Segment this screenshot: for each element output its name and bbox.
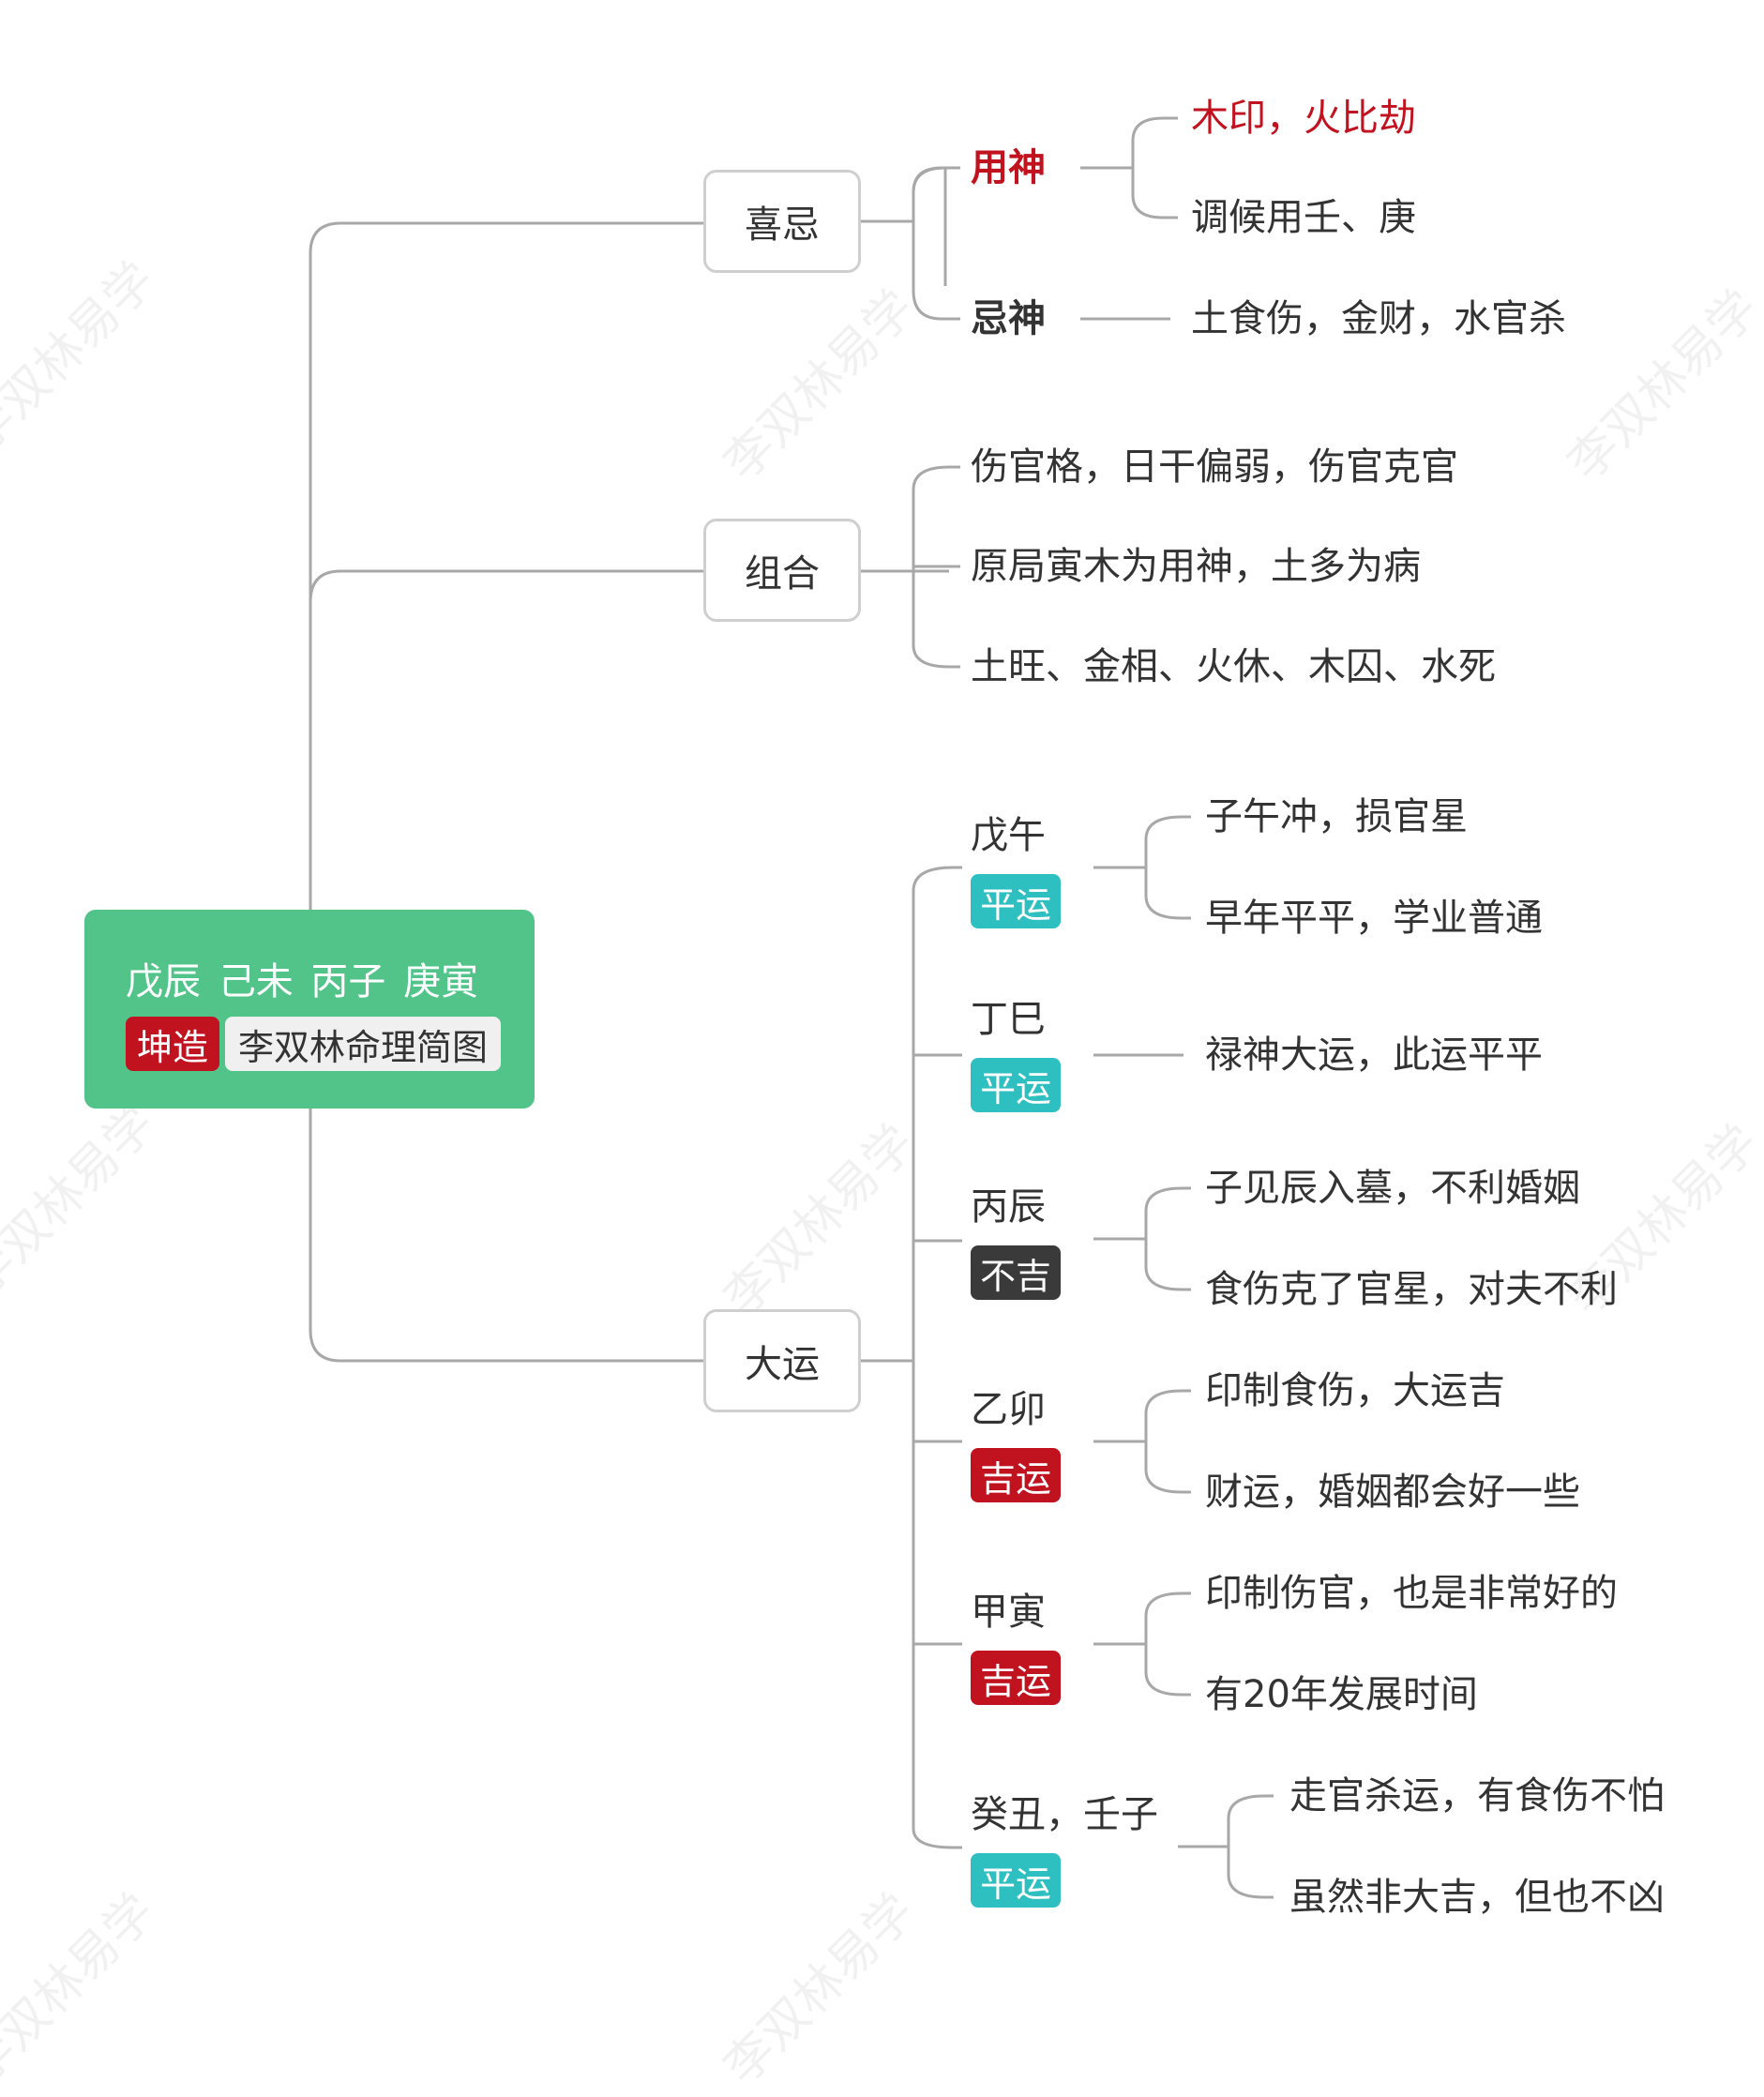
connector-line [912,166,960,193]
period-item[interactable]: 禄神大运，此运平平 [1205,1033,1543,1077]
connector-line [309,1109,703,1363]
period-item[interactable]: 子见辰入墓，不利婚姻 [1205,1167,1580,1210]
period-badge: 平运 [971,1853,1061,1908]
root-pillars: 戊辰 己未 丙子 庚寅 [126,960,479,1003]
yongshen-label[interactable]: 用神 [971,146,1046,189]
connector-lines [309,116,1274,1899]
root-node[interactable]: 戊辰 己未 丙子 庚寅 坤造 李双林命理简图 [84,910,535,1109]
period-item[interactable]: 有20年发展时间 [1205,1673,1478,1716]
period-badge: 平运 [971,874,1061,928]
period-name[interactable]: 戊午 [971,814,1046,857]
period-badge: 平运 [971,1058,1061,1112]
connector-line [1144,1592,1191,1697]
period-item[interactable]: 印制食伤，大运吉 [1205,1369,1505,1412]
connector-line [1144,1186,1191,1291]
period-item[interactable]: 财运，婚姻都会好一些 [1205,1471,1580,1514]
gender-tag: 坤造 [126,1017,220,1071]
zuhe-item[interactable]: 土旺、金相、火休、木囚、水死 [971,645,1496,688]
period-item[interactable]: 食伤克了官星，对夫不利 [1205,1268,1618,1311]
connector-line [912,166,960,321]
yongshen-item[interactable]: 木印，火比劫 [1191,97,1416,140]
period-item[interactable]: 虽然非大吉，但也不凶 [1289,1876,1665,1919]
period-name[interactable]: 癸丑，壬子 [971,1793,1158,1836]
period-item[interactable]: 印制伤官，也是非常好的 [1205,1572,1618,1615]
branch-dayun[interactable]: 大运 [703,1309,861,1412]
yongshen-item[interactable]: 调候用壬、庚 [1191,196,1416,239]
period-badge: 吉运 [971,1651,1061,1705]
period-name[interactable]: 乙卯 [971,1388,1046,1431]
jishen-label[interactable]: 忌神 [971,297,1046,340]
period-name[interactable]: 甲寅 [971,1591,1046,1634]
connector-line [912,866,962,1849]
period-badge: 吉运 [971,1448,1061,1502]
period-name[interactable]: 丙辰 [971,1185,1046,1229]
period-name[interactable]: 丁巳 [971,998,1046,1041]
branch-xiji[interactable]: 喜忌 [703,170,861,273]
period-item[interactable]: 子午冲，损官星 [1205,795,1468,838]
period-item[interactable]: 走官杀运，有食伤不怕 [1289,1774,1665,1818]
root-title: 李双林命理简图 [225,1017,502,1071]
connector-line [1131,116,1178,219]
branch-zuhe[interactable]: 组合 [703,519,861,622]
connector-line [1227,1794,1274,1899]
zuhe-item[interactable]: 伤官格，日干偏弱，伤官克官 [971,445,1458,489]
connector-line [1144,815,1191,920]
period-badge: 不吉 [971,1245,1061,1300]
zuhe-item[interactable]: 原局寅木为用神，土多为病 [971,545,1421,588]
connector-line [912,465,960,669]
jishen-item[interactable]: 土食伤，金财，水官杀 [1191,297,1566,340]
connector-line [309,221,703,910]
period-item[interactable]: 早年平平，学业普通 [1205,897,1543,940]
connector-line [1144,1389,1191,1494]
connector-line [309,569,703,910]
mindmap-canvas: 李双林易学 李双林易学 李双林易学 李双林易学 李双林易学 李双林易学 李双林易… [0,97,1764,2096]
